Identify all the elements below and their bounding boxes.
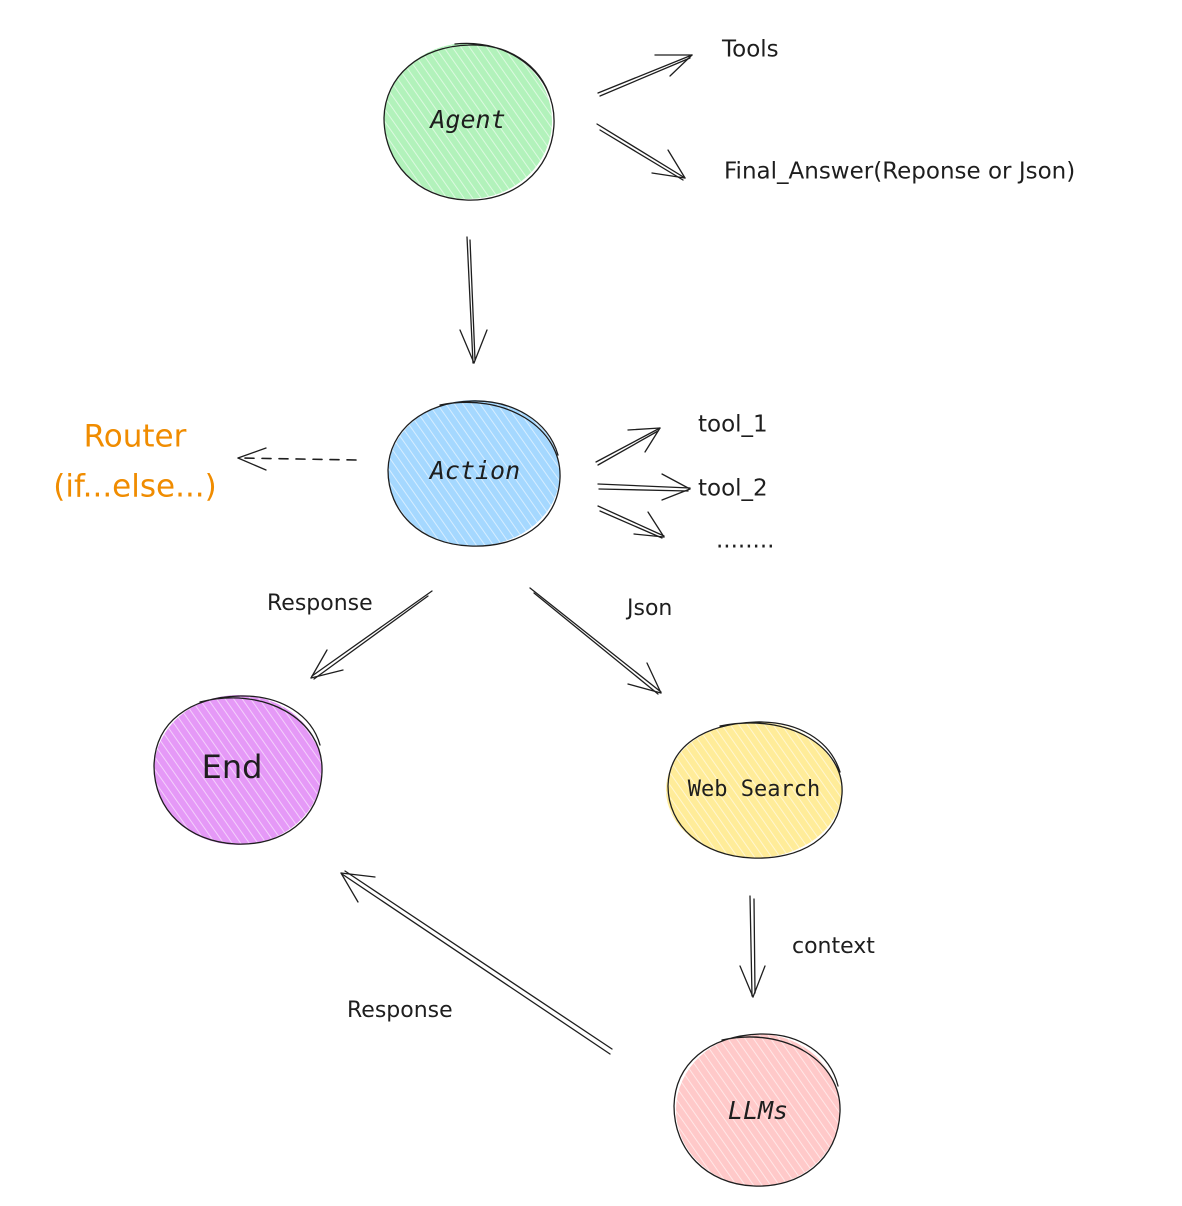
action-node-label: Action [428,456,520,485]
llms-to-end-label: Response [347,998,453,1023]
action-to-web-search-label: Json [625,596,672,621]
router-label-line2: (if...else...) [53,469,217,505]
end-node-hatch [154,695,322,845]
arrow-agent-to-action [459,236,488,364]
tool-1-label: tool_1 [698,412,768,438]
web-search-node[interactable]: Web Search [666,721,843,859]
arrow-agent-to-final-answer [596,123,686,181]
web-search-node-outline [667,721,843,859]
action-node-hatch [388,400,560,546]
arrow-action-to-more [597,505,665,539]
web-search-to-llms-label: context [792,934,875,959]
end-node-label: End [202,748,263,786]
llms-node[interactable]: LLMs [673,1033,841,1187]
llms-node-label: LLMs [728,1096,788,1125]
web-search-node-label: Web Search [688,777,820,802]
web-search-node-hatch [666,722,842,858]
arrow-llms-to-end [340,870,613,1055]
action-to-end-label: Response [267,591,373,616]
arrow-action-to-tool-1 [595,427,661,466]
tool-2-label: tool_2 [698,476,768,502]
arrow-action-to-web-search [529,587,662,695]
arrow-action-to-end [310,590,433,680]
arrow-agent-to-tools [597,54,693,97]
llms-node-outline [673,1033,841,1187]
arrow-action-to-tool-2 [597,473,691,501]
action-node-outline [387,400,561,547]
agent-node[interactable]: Agent [383,42,555,201]
end-node-outline [153,695,323,845]
router-label-line1: Router [84,419,187,455]
llms-node-hatch [676,1034,840,1186]
arrow-action-to-router [237,447,357,471]
arrow-web-search-to-llms [739,895,766,998]
tools-label: Tools [721,37,779,63]
agent-node-label: Agent [428,105,505,134]
agent-node-hatch [384,43,552,199]
final-answer-label: Final_Answer(Reponse or Json) [724,159,1075,185]
end-node[interactable]: End [153,695,323,845]
agent-node-outline [383,42,555,201]
action-node[interactable]: Action [387,400,561,547]
more-tools-label: ........ [716,528,775,554]
